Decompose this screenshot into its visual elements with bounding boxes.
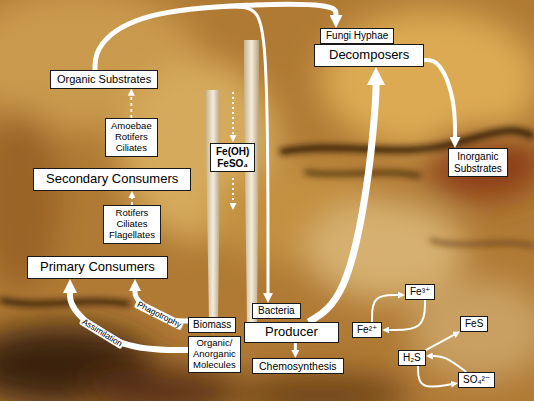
dotted-arrow bbox=[232, 178, 234, 203]
substrate-box: Inorganic Substrates bbox=[448, 148, 508, 177]
crack bbox=[430, 240, 534, 246]
flow-arrow bbox=[294, 343, 297, 350]
organism-box: Rotifers Ciliates Flagellates bbox=[103, 205, 161, 244]
dashed-arrow bbox=[131, 198, 133, 205]
node-text: Decomposers bbox=[329, 48, 409, 63]
chemical-box: Fe³⁺ bbox=[405, 284, 435, 300]
stalactite-drip bbox=[206, 90, 220, 334]
node-text: Fe²⁺ bbox=[357, 324, 377, 336]
trophic-level-box: Primary Consumers bbox=[27, 256, 168, 279]
crack bbox=[0, 300, 130, 304]
chemical-box: Fe(OH)FeSO₄ bbox=[210, 143, 255, 172]
substrate-box: Organic/ Anorganic Molecules bbox=[188, 336, 241, 373]
trophic-level-box: Secondary Consumers bbox=[33, 168, 191, 191]
process-box: Chemosynthesis bbox=[252, 358, 344, 374]
flow-arrow bbox=[389, 300, 425, 331]
organism-box: Fungi Hyphae bbox=[320, 28, 394, 44]
trophic-level-box: Producer bbox=[244, 322, 339, 343]
flow-arrow bbox=[95, 4, 336, 70]
node-text: FeSO₄ bbox=[216, 158, 249, 170]
node-text: Bacteria bbox=[258, 305, 295, 317]
node-text: Organic Substrates bbox=[57, 73, 151, 86]
node-text: Secondary Consumers bbox=[46, 172, 178, 187]
node-text: Organic/ Anorganic Molecules bbox=[193, 338, 236, 371]
dotted-arrow bbox=[232, 92, 234, 135]
edge-label: Phagotrophy bbox=[134, 300, 185, 332]
flow-arrow bbox=[418, 366, 451, 387]
node-text: Primary Consumers bbox=[40, 260, 155, 275]
node-text: H₂S bbox=[403, 352, 421, 364]
node-text: Producer bbox=[265, 325, 318, 340]
rock-patch bbox=[305, 200, 465, 300]
chemical-box: Fe²⁺ bbox=[352, 322, 382, 338]
flow-arrow bbox=[95, 7, 268, 293]
dashed-arrow bbox=[130, 96, 132, 118]
flow-arrow bbox=[309, 85, 376, 322]
node-text: SO₄²⁻ bbox=[463, 374, 490, 386]
rock-patch bbox=[410, 280, 534, 380]
crack bbox=[305, 172, 420, 176]
rock-patch bbox=[425, 130, 534, 200]
process-box: Biomass bbox=[188, 317, 236, 333]
flow-arrow bbox=[424, 60, 455, 137]
trophic-level-box: Decomposers bbox=[314, 44, 424, 67]
node-text: Inorganic Substrates bbox=[454, 151, 502, 174]
node-text: Rotifers Ciliates Flagellates bbox=[109, 208, 155, 241]
flow-arrow bbox=[372, 295, 398, 322]
flow-arrow bbox=[426, 335, 454, 350]
node-text: Amoebae Rotifers Ciliates bbox=[111, 121, 152, 154]
edge-label: Assimilation bbox=[79, 317, 126, 351]
node-text: Chemosynthesis bbox=[259, 360, 337, 372]
chemical-box: SO₄²⁻ bbox=[458, 372, 495, 388]
node-text: Fe(OH) bbox=[216, 146, 249, 158]
substrate-box: Organic Substrates bbox=[50, 70, 158, 89]
node-text: Fe³⁺ bbox=[410, 286, 430, 298]
organism-box: Bacteria bbox=[252, 303, 301, 319]
organism-box: Amoebae Rotifers Ciliates bbox=[105, 118, 158, 157]
node-text: Biomass bbox=[193, 319, 231, 331]
node-text: Fungi Hyphae bbox=[326, 30, 388, 42]
flow-arrow bbox=[433, 356, 466, 372]
rock-patch bbox=[230, 375, 410, 401]
chemical-box: H₂S bbox=[398, 350, 426, 366]
chemical-box: FeS bbox=[460, 316, 488, 332]
stalactite-drip bbox=[244, 40, 259, 334]
flow-arrow bbox=[135, 291, 188, 321]
node-text: FeS bbox=[465, 318, 483, 330]
